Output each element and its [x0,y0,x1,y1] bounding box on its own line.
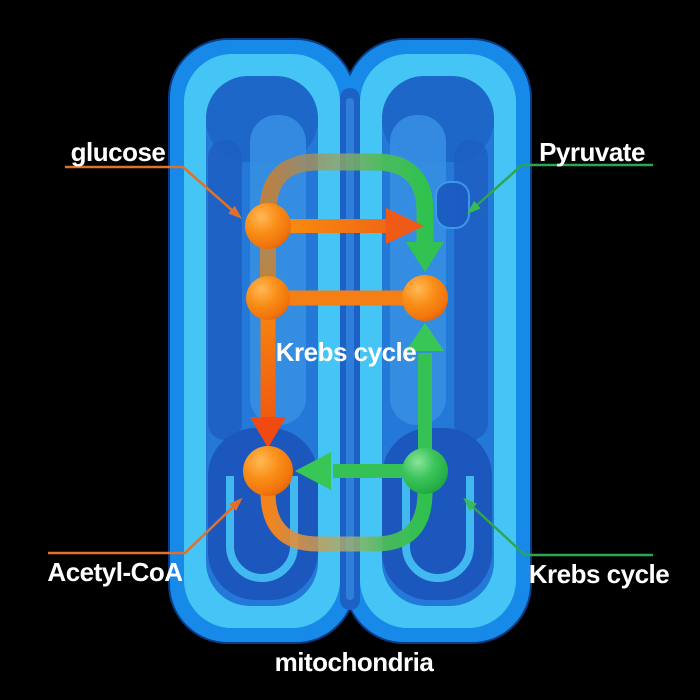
acetyl-coa-leader-arrow [48,497,243,555]
leader-lines [48,163,653,557]
mitochondria-label: mitochondria [274,647,434,677]
glucose-node [245,203,291,249]
orange-right-arrow [386,208,424,244]
green-up-arrow [406,323,444,351]
glucose-to-pyruvate-path [259,153,434,243]
glucose-leader-arrow [65,165,243,219]
green-left-arrow [295,452,331,490]
orange-down-arrow [250,417,286,448]
pyruvate-down-arrow [406,242,444,272]
pyruvate-label: Pyruvate [539,137,645,167]
cycle-bottom-path [260,468,433,552]
junction-node-left [246,276,290,320]
acetyl-coa-label: Acetyl-CoA [47,557,183,587]
krebs-cycle-right-label: Krebs cycle [528,559,670,589]
crista-left-strip [208,140,242,440]
krebs-cycle-leader-arrow [463,497,653,557]
crista-pyruvate-pocket [435,181,470,229]
krebs-cycle-flow [243,153,448,552]
krebs-node [402,448,448,494]
pyruvate-leader-arrow [467,163,653,214]
acetyl-coa-node [243,446,293,496]
glucose-label: glucose [70,137,166,167]
krebs-cycle-center-label: Krebs cycle [275,337,417,367]
junction-node-right [402,275,448,321]
